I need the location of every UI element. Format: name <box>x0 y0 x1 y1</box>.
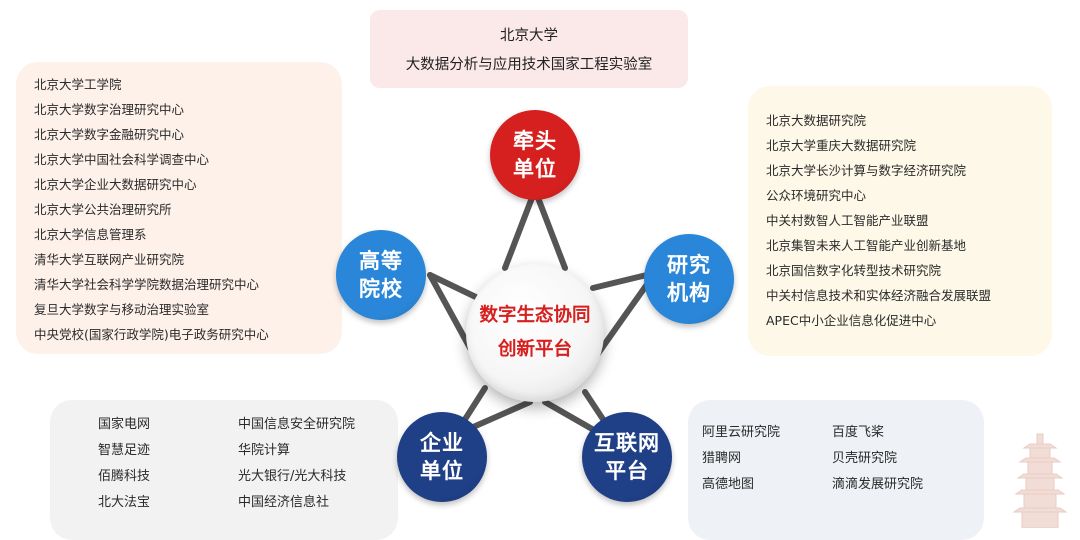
internet-platforms-panel: 阿里云研究院猎聘网高德地图 百度飞桨贝壳研究院滴滴发展研究院 <box>688 400 984 540</box>
hub-title-line2: 创新平台 <box>497 339 572 360</box>
university-item: 中央党校(国家行政学院)电子政务研究中心 <box>34 327 269 342</box>
internet-platform-item: 猎聘网 <box>702 451 742 466</box>
university-item: 清华大学社会科学学院数据治理研究中心 <box>34 277 260 292</box>
institute-item: 北京大学重庆大数据研究院 <box>766 138 917 153</box>
enterprises-column-2: 中国信息安全研究院华院计算光大银行/光大科技中国经济信息社 <box>238 412 355 516</box>
enterprise-item: 华院计算 <box>238 443 291 458</box>
enterprise-item: 佰腾科技 <box>98 469 151 484</box>
internet-platform-item: 高德地图 <box>702 477 755 492</box>
research-institutes-panel: 北京大数据研究院北京大学重庆大数据研究院北京大学长沙计算与数字经济研究院公众环境… <box>748 86 1052 356</box>
node-label-line1: 企业 <box>420 431 464 455</box>
node-label-line1: 高等 <box>359 249 403 273</box>
node-label-line1: 互联网 <box>594 431 660 455</box>
enterprise-item: 北大法宝 <box>98 495 151 510</box>
node-internet-platforms: 互联网 平台 <box>582 412 672 502</box>
internet-platform-item: 贝壳研究院 <box>832 451 898 466</box>
enterprise-item: 智慧足迹 <box>98 443 151 458</box>
node-research-institutes: 研究 机构 <box>644 234 734 324</box>
institute-item: 北京集智未来人工智能产业创新基地 <box>766 238 967 253</box>
lead-unit-lab: 大数据分析与应用技术国家工程实验室 <box>405 57 653 73</box>
star-edge <box>502 187 538 271</box>
center-hub: 数字生态协同 创新平台 <box>466 264 604 402</box>
node-universities: 高等 院校 <box>336 230 426 320</box>
internet-column-2: 百度飞桨贝壳研究院滴滴发展研究院 <box>832 420 923 498</box>
universities-panel: 北京大学工学院北京大学数字治理研究中心北京大学数字金融研究中心北京大学中国社会科… <box>16 62 342 354</box>
institute-item: 公众环境研究中心 <box>766 188 867 203</box>
university-item: 清华大学互联网产业研究院 <box>34 252 185 267</box>
internet-platform-item: 滴滴发展研究院 <box>832 477 924 492</box>
star-edge <box>532 187 568 271</box>
enterprise-item: 光大银行/光大科技 <box>238 469 347 484</box>
enterprise-item: 国家电网 <box>98 417 151 432</box>
node-label-line2: 院校 <box>359 277 403 301</box>
internet-platform-item: 阿里云研究院 <box>702 425 781 440</box>
university-item: 北京大学信息管理系 <box>34 227 147 242</box>
enterprises-column-1: 国家电网智慧足迹佰腾科技北大法宝 <box>98 412 238 516</box>
node-label-line2: 平台 <box>605 459 649 483</box>
star-edge <box>427 272 485 303</box>
node-label-line2: 单位 <box>513 157 557 181</box>
pagoda-decoration <box>1012 433 1068 528</box>
university-item: 北京大学数字治理研究中心 <box>34 102 185 117</box>
enterprises-panel: 国家电网智慧足迹佰腾科技北大法宝 中国信息安全研究院华院计算光大银行/光大科技中… <box>50 400 398 540</box>
lead-unit-name: 北京大学 <box>500 28 558 44</box>
university-item: 北京大学数字金融研究中心 <box>34 127 185 142</box>
node-label-line1: 牵头 <box>513 129 557 153</box>
institute-item: 中关村数智人工智能产业联盟 <box>766 213 929 228</box>
internet-column-1: 阿里云研究院猎聘网高德地图 <box>702 420 832 498</box>
university-item: 北京大学中国社会科学调查中心 <box>34 152 210 167</box>
institute-item: 北京大数据研究院 <box>766 113 867 128</box>
university-item: 北京大学公共治理研究所 <box>34 202 172 217</box>
university-item: 复旦大学数字与移动治理实验室 <box>34 302 210 317</box>
institute-item: 中关村信息技术和实体经济融合发展联盟 <box>766 288 992 303</box>
institutes-list: 北京大数据研究院北京大学重庆大数据研究院北京大学长沙计算与数字经济研究院公众环境… <box>766 108 1052 333</box>
lead-unit-panel: 北京大学 大数据分析与应用技术国家工程实验室 <box>370 10 688 88</box>
node-lead-unit: 牵头 单位 <box>490 110 580 200</box>
node-label-line2: 单位 <box>420 459 464 483</box>
universities-list: 北京大学工学院北京大学数字治理研究中心北京大学数字金融研究中心北京大学中国社会科… <box>34 72 342 347</box>
university-item: 北京大学工学院 <box>34 77 122 92</box>
node-label-line2: 机构 <box>667 281 711 305</box>
internet-platform-item: 百度飞桨 <box>832 425 885 440</box>
enterprise-item: 中国经济信息社 <box>238 495 330 510</box>
hub-title-line1: 数字生态协同 <box>479 305 591 326</box>
institute-item: 北京大学长沙计算与数字经济研究院 <box>766 163 967 178</box>
enterprise-item: 中国信息安全研究院 <box>238 417 356 432</box>
institute-item: 北京国信数字化转型技术研究院 <box>766 263 942 278</box>
node-label-line1: 研究 <box>667 253 711 277</box>
university-item: 北京大学企业大数据研究中心 <box>34 177 197 192</box>
institute-item: APEC中小企业信息化促进中心 <box>766 313 937 328</box>
node-enterprises: 企业 单位 <box>397 412 487 502</box>
star-edge <box>427 272 473 351</box>
